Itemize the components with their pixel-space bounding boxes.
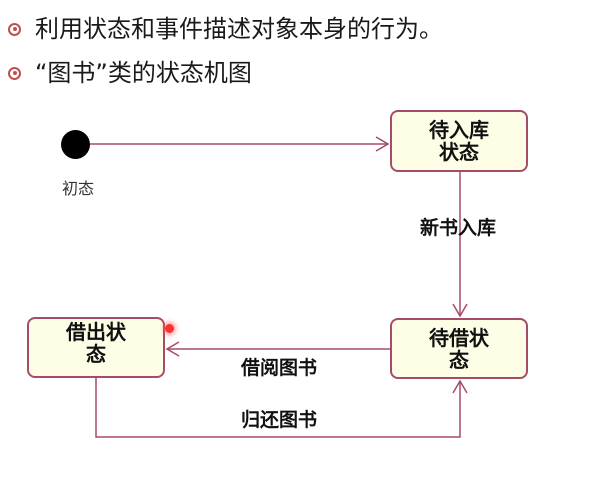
state-available-to-lend: 待借状 态 (390, 318, 528, 379)
arrowhead-icon (452, 379, 468, 394)
bullet-text-2: “图书”类的状态机图 (35, 59, 252, 87)
bullet-circle-icon (8, 22, 21, 36)
arrowhead-icon (452, 303, 468, 318)
transition-label-borrow: 借阅图书 (241, 357, 318, 379)
state-awaiting-warehousing: 待入库 状态 (390, 110, 528, 172)
initial-state-label: 初态 (62, 179, 95, 198)
bullet-text-1: 利用状态和事件描述对象本身的行为。 (35, 15, 443, 43)
state-lent-out: 借出状 态 (27, 317, 165, 378)
arrowhead-icon (375, 136, 390, 152)
initial-state-node (61, 130, 90, 159)
bullet-item-1: 利用状态和事件描述对象本身的行为。 (8, 14, 443, 44)
transition-return (95, 378, 461, 438)
bullet-circle-icon (8, 66, 21, 80)
bullet-item-2: “图书”类的状态机图 (8, 58, 252, 88)
laser-pointer-icon (165, 324, 174, 333)
arrowhead-icon (165, 341, 180, 357)
transition-label-new-book: 新书入库 (420, 217, 497, 239)
transition-label-return: 归还图书 (241, 409, 318, 431)
